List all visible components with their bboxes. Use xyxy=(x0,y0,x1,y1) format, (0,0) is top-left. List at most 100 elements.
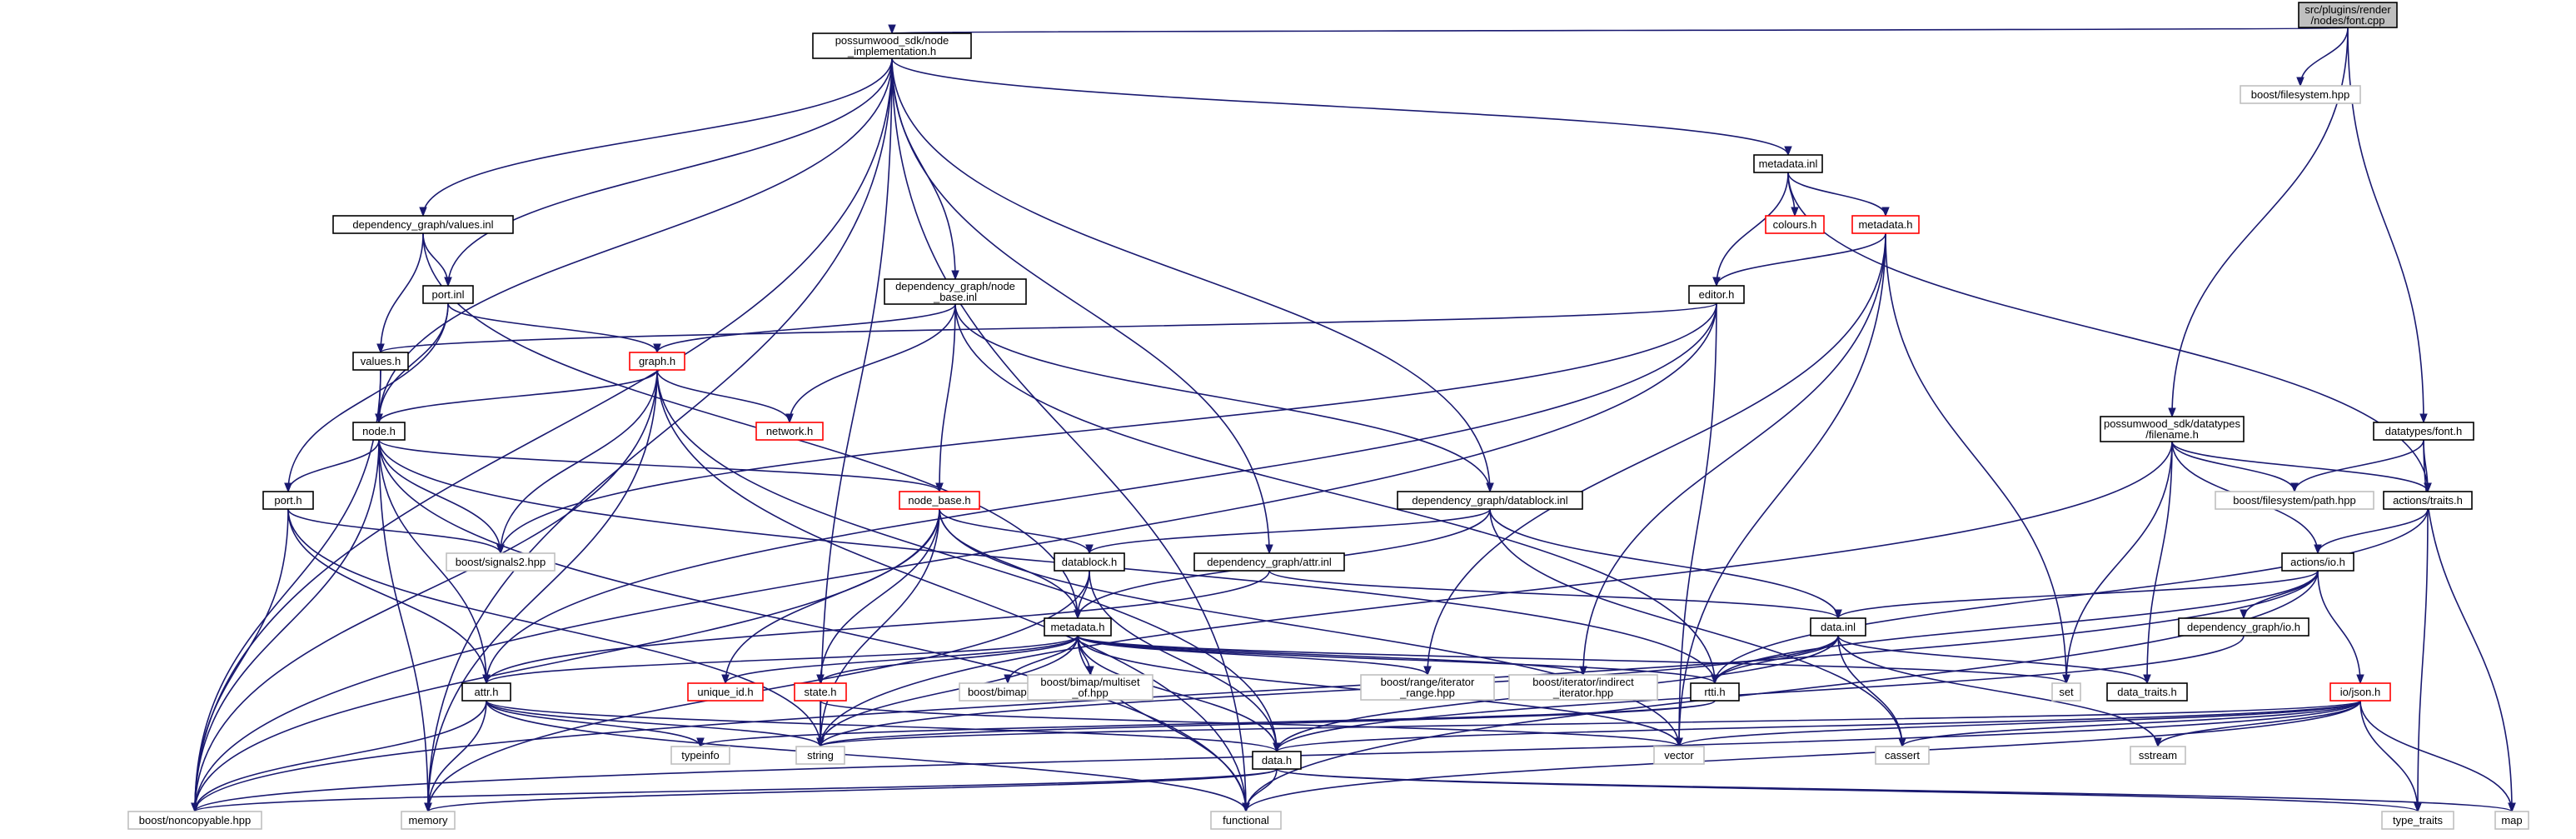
node-box xyxy=(1508,674,1658,701)
edge-node_base_h-to-datablock_h xyxy=(939,508,1090,554)
edge-editor_h-to-attr_h xyxy=(486,302,1717,684)
node-metadata-h-mid[interactable]: metadata.h xyxy=(1044,617,1112,637)
edge-dg_datablock_inl-to-datablock_h xyxy=(1089,508,1491,554)
node-editor-h[interactable]: editor.h xyxy=(1688,285,1745,304)
arrowhead-io_json_h-to-data_h xyxy=(1273,742,1281,753)
node-label: typeinfo xyxy=(681,749,720,762)
node-sdk-filename-h[interactable]: possumwood_sdk/datatypes/filename.h xyxy=(2100,416,2245,442)
edge-sdk_filename_h-to-boost_fs_path xyxy=(2171,441,2295,492)
node-unique-id-h[interactable]: unique_id.h xyxy=(687,682,764,702)
node-graph-h[interactable]: graph.h xyxy=(629,352,685,371)
node-box xyxy=(1690,682,1740,702)
node-port-h[interactable]: port.h xyxy=(262,491,314,510)
edge-node_h-to-rtti_h xyxy=(378,439,1716,684)
node-box xyxy=(262,491,314,510)
edge-attr_h-to-memory xyxy=(427,700,487,812)
edge-dg_values_inl-to-values_h xyxy=(380,232,424,353)
node-dg-io-h[interactable]: dependency_graph/io.h xyxy=(2178,617,2309,637)
edge-io_json_h-to-data_h xyxy=(1276,700,2361,752)
node-label: datatypes/font.h xyxy=(2385,425,2463,437)
node-box xyxy=(2051,682,2081,702)
node-actions-io-h[interactable]: actions/io.h xyxy=(2281,552,2354,572)
node-label: state.h xyxy=(804,686,836,698)
arrowhead-data_h-to-map xyxy=(2508,802,2516,813)
edge-io_json_h-to-string xyxy=(820,700,2361,747)
node-rtti-h[interactable]: rtti.h xyxy=(1690,682,1740,702)
edge-metadata_inl-to-metadata_h_top xyxy=(1787,172,1886,217)
node-label: sstream xyxy=(2139,749,2177,762)
arrowhead-metadata_h_mid-to-boost_bimap xyxy=(1004,674,1012,685)
dependency-edges xyxy=(191,24,2516,813)
node-network-h[interactable]: network.h xyxy=(755,422,824,441)
node-string: string xyxy=(795,746,845,765)
node-dg-node-base-inl[interactable]: dependency_graph/node_base.inl xyxy=(884,278,1027,305)
node-label: dependency_graph/io.h xyxy=(2187,621,2300,633)
node-memory: memory xyxy=(401,811,456,830)
arrowhead-metadata_h_mid-to-boost_range_iter xyxy=(1423,666,1432,677)
node-label: metadata.inl xyxy=(1759,157,1818,170)
node-box xyxy=(670,746,730,765)
arrowhead-data_inl-to-rtti_h xyxy=(1711,674,1719,685)
edge-rtti_h-to-string xyxy=(820,700,1716,747)
edge-data_inl-to-sstream xyxy=(1837,635,2159,747)
edge-attr_h-to-boost_noncopyable xyxy=(194,700,487,812)
node-label: data.inl xyxy=(1821,621,1856,633)
node-data-inl[interactable]: data.inl xyxy=(1810,617,1866,637)
arrowhead-editor_h-to-values_h xyxy=(376,343,385,354)
node-map: map xyxy=(2494,811,2529,830)
edge-io_json_h-to-sstream xyxy=(2157,700,2361,747)
node-box xyxy=(1765,215,1825,234)
edge-sdk_filename_h-to-string xyxy=(820,441,2173,747)
node-box xyxy=(2281,552,2354,572)
edge-data_h-to-boost_noncopyable xyxy=(194,768,1278,812)
edge-editor_h-to-signals2 xyxy=(500,302,1717,554)
edge-dg_attr_inl-to-attr_h xyxy=(486,570,1270,684)
arrowhead-metadata_h_mid-to-state_h xyxy=(816,674,825,685)
node-state-h[interactable]: state.h xyxy=(794,682,847,702)
edge-port_inl-to-graph_h xyxy=(447,302,658,353)
edge-data_h-to-type_traits xyxy=(1276,768,2419,812)
node-box xyxy=(127,811,262,830)
node-box xyxy=(2494,811,2529,830)
node-metadata-h-top[interactable]: metadata.h xyxy=(1851,215,1920,234)
node-dg-attr-inl[interactable]: dependency_graph/attr.inl xyxy=(1193,552,1345,572)
node-node-base-h[interactable]: node_base.h xyxy=(899,491,980,510)
node-dg-values-inl[interactable]: dependency_graph/values.inl xyxy=(332,215,514,234)
edge-metadata_h_mid-to-boost_range_iter xyxy=(1077,635,1428,676)
node-box xyxy=(1397,491,1583,510)
arrowhead-dg_datablock_inl-to-datablock_h xyxy=(1085,544,1094,555)
node-typeinfo: typeinfo xyxy=(670,746,730,765)
edge-datablock_h-to-data_h xyxy=(1089,570,1278,752)
node-box xyxy=(2240,85,2361,104)
node-port-inl[interactable]: port.inl xyxy=(422,285,474,304)
edge-node_impl-to-boost_noncopyable xyxy=(194,57,893,812)
node-attr-h[interactable]: attr.h xyxy=(461,682,511,702)
node-label: rtti.h xyxy=(1704,686,1725,698)
edge-metadata_h_mid-to-boost_indirect_iter xyxy=(1077,635,1584,676)
node-label: boost/iterator/indirect xyxy=(1532,676,1634,688)
node-box xyxy=(352,422,406,441)
node-dg-datablock-inl[interactable]: dependency_graph/datablock.inl xyxy=(1397,491,1583,510)
node-label: _range.hpp xyxy=(1399,687,1455,699)
node-node-impl[interactable]: possumwood_sdk/node_implementation.h xyxy=(812,32,972,59)
node-box xyxy=(794,682,847,702)
node-actions-traits-h[interactable]: actions/traits.h xyxy=(2383,491,2473,510)
node-root[interactable]: src/plugins/render/nodes/font.cpp xyxy=(2298,2,2398,28)
arrowhead-io_json_h-to-vector xyxy=(1675,737,1683,748)
edge-node_impl-to-memory xyxy=(427,57,893,812)
node-box xyxy=(1193,552,1345,572)
node-datablock-h[interactable]: datablock.h xyxy=(1054,552,1125,572)
node-data-h[interactable]: data.h xyxy=(1252,751,1302,770)
node-data-traits-h[interactable]: data_traits.h xyxy=(2106,682,2188,702)
node-values-h[interactable]: values.h xyxy=(352,352,409,371)
node-node-h[interactable]: node.h xyxy=(352,422,406,441)
edge-graph_h-to-data_h xyxy=(656,369,1278,752)
node-type-traits: type_traits xyxy=(2381,811,2454,830)
node-box xyxy=(2383,491,2473,510)
edge-metadata_inl-to-editor_h xyxy=(1716,172,1789,287)
node-io-json-h[interactable]: io/json.h xyxy=(2329,682,2391,702)
node-box xyxy=(446,552,556,572)
node-metadata-inl[interactable]: metadata.inl xyxy=(1753,154,1823,173)
node-datatypes-font-h[interactable]: datatypes/font.h xyxy=(2373,422,2474,441)
node-colours-h[interactable]: colours.h xyxy=(1765,215,1825,234)
